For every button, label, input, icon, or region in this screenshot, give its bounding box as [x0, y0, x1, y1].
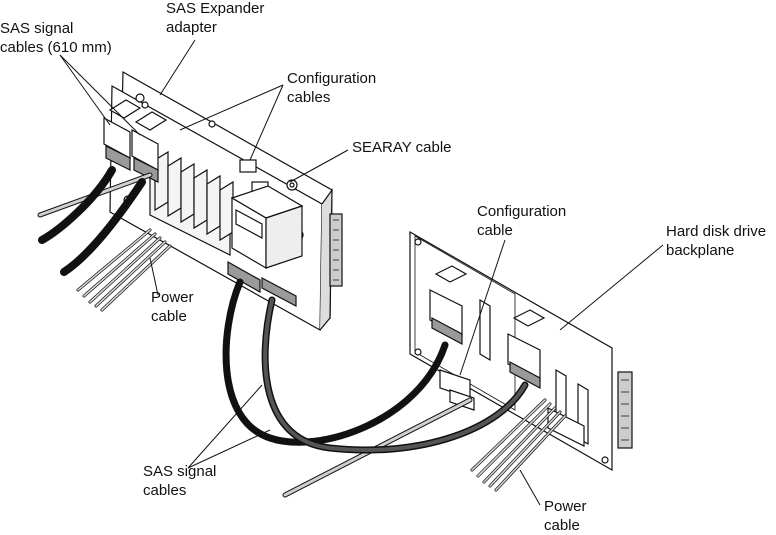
backplane-sas-connectors: [429, 265, 546, 389]
searay-connector: [227, 185, 304, 307]
label-searay-cable: SEARAY cable: [352, 139, 452, 156]
label-hard-disk-drive-backplane: Hard disk drive backplane: [666, 223, 767, 259]
label-sas-expander-adapter: SAS Expander adapter: [166, 0, 265, 36]
label-sas-signal-cables-610: SAS signal cables (610 mm): [0, 20, 112, 56]
adapter-sas-connectors: [103, 99, 168, 183]
label-sas-signal-cables: SAS signal cables: [143, 463, 217, 499]
heat-sink: [149, 150, 234, 256]
label-configuration-cable: Configuration cable: [477, 203, 567, 239]
label-power-cable-right: Power cable: [544, 498, 587, 534]
sas-expander-adapter: [103, 70, 343, 332]
leader-lines: [59, 39, 664, 506]
label-configuration-cables: Configuration cables: [287, 70, 377, 106]
cables: [37, 166, 567, 498]
hard-disk-drive-backplane: [409, 230, 633, 472]
label-power-cable-left: Power cable: [151, 289, 194, 325]
